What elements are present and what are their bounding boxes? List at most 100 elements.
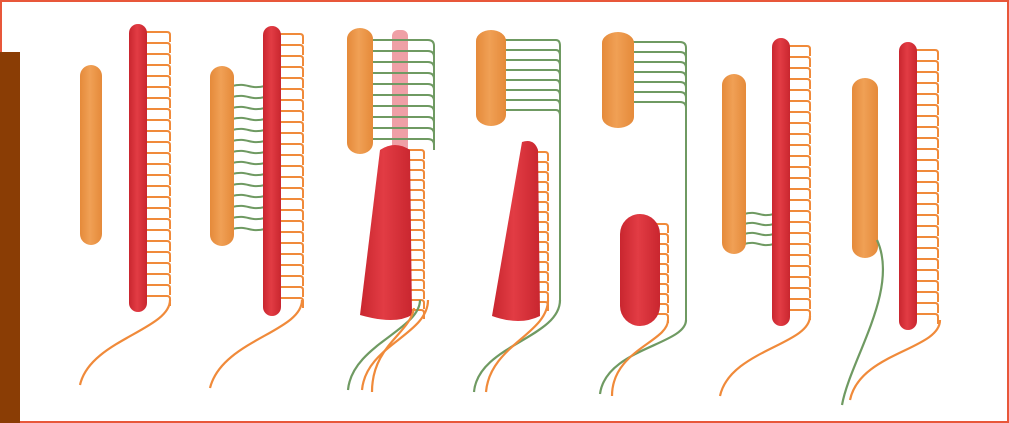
fiber-loop [916, 105, 938, 115]
fiber-loop [788, 255, 810, 265]
fiber-loop [916, 292, 938, 302]
fiber-loop [788, 167, 810, 177]
fiber-loop [146, 285, 170, 295]
link-line [232, 96, 265, 98]
fiber-loop [146, 241, 170, 251]
fiber-loop [146, 219, 170, 229]
fiber-loop [916, 204, 938, 214]
fiber-loop [788, 244, 810, 254]
chain-bar-2 [263, 26, 281, 316]
fiber-loop [279, 221, 303, 231]
fiber-loop [916, 138, 938, 148]
fiber-loop [146, 208, 170, 218]
link-line [232, 173, 265, 175]
fiber-loop [916, 314, 938, 324]
fiber-loop [146, 263, 170, 273]
fiber-loop [408, 160, 424, 169]
fiber-loop [788, 310, 810, 320]
protein-bar-4 [476, 30, 506, 126]
fiber-loop [408, 170, 424, 179]
fiber-loop [146, 296, 170, 306]
fiber-loop [788, 200, 810, 210]
fiber-loop [146, 274, 170, 284]
link-line [232, 217, 265, 219]
fiber-loop [279, 265, 303, 275]
fiber-loop [279, 144, 303, 154]
fiber-loop [916, 237, 938, 247]
fiber-loop [916, 215, 938, 225]
fiber-loop [788, 90, 810, 100]
fiber-loop [279, 199, 303, 209]
fiber-loop [279, 122, 303, 132]
fiber-loop [146, 120, 170, 130]
fiber-loop [788, 211, 810, 221]
fiber-loop [916, 83, 938, 93]
fiber-loop [279, 232, 303, 242]
fiber-loop [916, 259, 938, 269]
chain-bar-7 [899, 42, 917, 330]
fiber-loop [788, 68, 810, 78]
fiber-loop [279, 78, 303, 88]
fiber-loop [279, 45, 303, 55]
fiber-loop [279, 188, 303, 198]
fiber-loop [916, 171, 938, 181]
fiber-tail-5 [612, 320, 668, 396]
protein-bar-2 [210, 66, 234, 246]
link-line [232, 206, 265, 208]
fiber-loop [916, 303, 938, 313]
fiber-loop [146, 186, 170, 196]
fiber-loop [916, 149, 938, 159]
link-line [232, 228, 265, 230]
fiber-loop [146, 197, 170, 207]
link-lines-6 [744, 213, 774, 245]
fiber-loop [788, 277, 810, 287]
protein-bar-1 [80, 65, 102, 245]
fiber-loop [279, 67, 303, 77]
fiber-loop [146, 76, 170, 86]
fiber-loop [788, 299, 810, 309]
fiber-loop [279, 254, 303, 264]
link-tail-7 [842, 240, 883, 405]
chain-bar-6 [772, 38, 790, 326]
fiber-loop [788, 101, 810, 111]
fiber-loop [916, 270, 938, 280]
fiber-loop [788, 233, 810, 243]
fiber-loop [916, 50, 938, 60]
fiber-tail-7 [850, 320, 940, 400]
fiber-loop [279, 89, 303, 99]
fiber-tail-2 [210, 300, 302, 388]
fiber-loop [916, 94, 938, 104]
link-line [232, 184, 265, 186]
link-line [744, 213, 774, 215]
fiber-loop [916, 248, 938, 258]
fiber-tail-1 [80, 300, 170, 385]
protein-bar-5 [602, 32, 634, 128]
fiber-loop [916, 226, 938, 236]
link-line [744, 223, 774, 225]
fiber-loop [916, 281, 938, 291]
fiber-loop [279, 56, 303, 66]
fiber-comb [146, 32, 170, 306]
fiber-loop [146, 98, 170, 108]
fiber-loop [408, 150, 424, 159]
fiber-loop [916, 160, 938, 170]
link-line [232, 162, 265, 164]
fiber-loop [916, 72, 938, 82]
fiber-loop [279, 34, 303, 44]
fiber-loop [788, 57, 810, 67]
fiber-loop [146, 54, 170, 64]
fiber-loop [916, 127, 938, 137]
fiber-loop [146, 32, 170, 42]
link-line [744, 233, 774, 235]
link-line [232, 151, 265, 153]
fiber-loop [279, 276, 303, 286]
fiber-loop [279, 287, 303, 297]
fiber-loop [279, 243, 303, 253]
fiber-loop [788, 156, 810, 166]
fiber-loop [146, 65, 170, 75]
link-line [232, 107, 265, 109]
fiber-loop [788, 288, 810, 298]
fiber-loop [788, 145, 810, 155]
fiber-loop [788, 134, 810, 144]
